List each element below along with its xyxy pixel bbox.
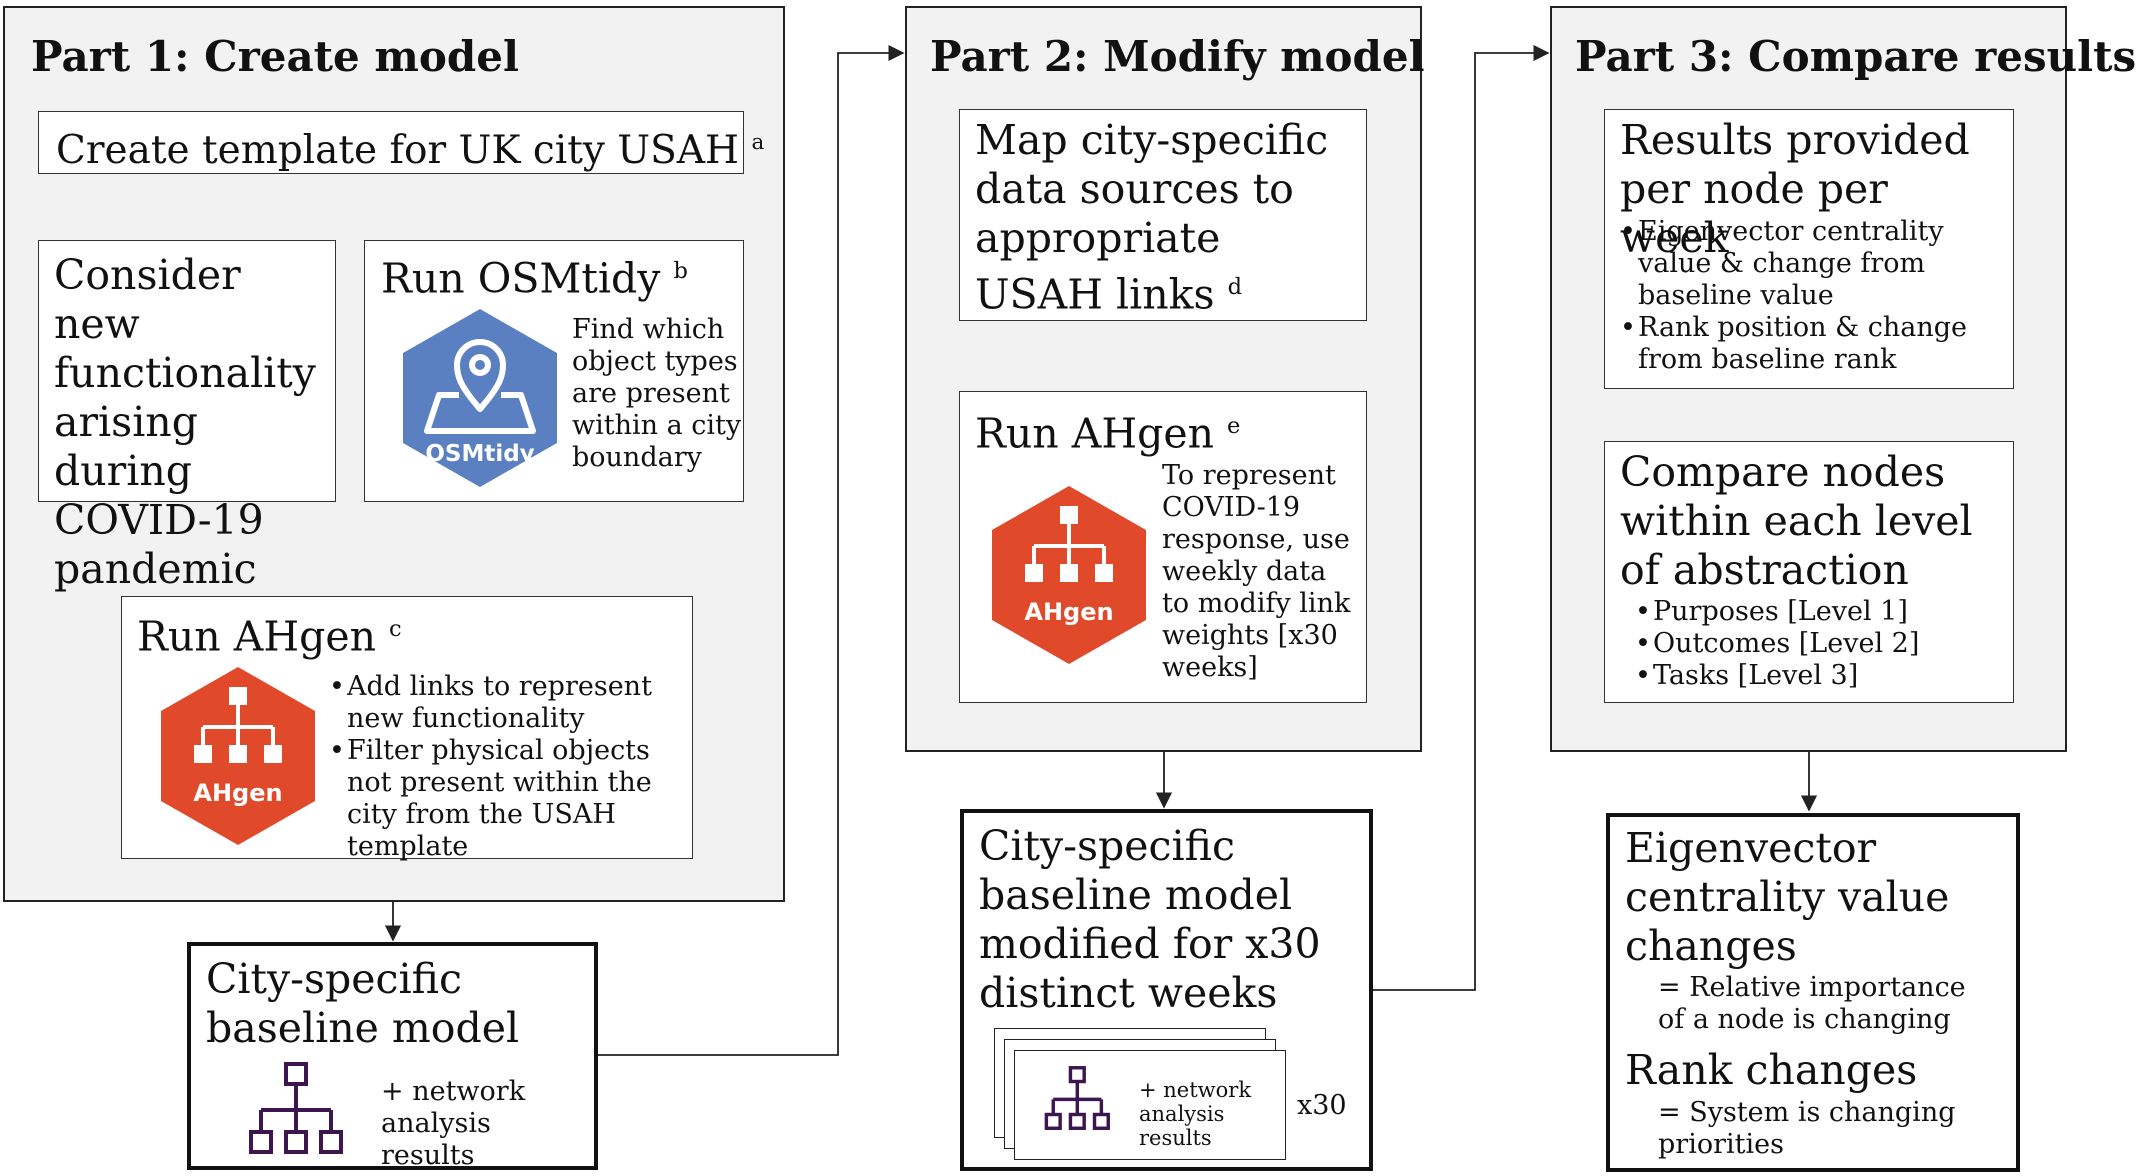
network-icon-small — [1044, 1065, 1111, 1135]
ahgen-title-part2: Run AHgen — [975, 409, 1214, 458]
part2-title: Part 2: Modify model — [930, 32, 1425, 81]
osmtidy-box: Run OSMtidy b OSMtidy Find which object … — [364, 240, 744, 502]
ahgen-logo-part1: AHgen — [159, 665, 317, 847]
baseline-caption: + network analysis results — [381, 1076, 526, 1171]
ahgen-bullets-part1: Add links to represent new functionality… — [329, 671, 691, 863]
ahgen-box-part1: Run AHgen c AHgen Add links to represent… — [121, 596, 693, 862]
ahgen-box-part2: Run AHgen e AHgen To represent COVID-19 … — [959, 391, 1367, 703]
baseline-model-box: City-specific baseline model + network a… — [187, 942, 598, 1171]
rank-title: Rank changes — [1625, 1046, 1918, 1094]
compare-bullet-2: Outcomes [Level 2] — [1635, 628, 2005, 660]
compare-bullet-3: Tasks [Level 3] — [1635, 660, 2005, 692]
results-box: Results provided per node per week Eigen… — [1604, 109, 2014, 389]
part3-title: Part 3: Compare results — [1575, 32, 2136, 81]
hierarchy-icon-2 — [1025, 506, 1113, 582]
arrow-modified-to-part3 — [1373, 44, 1550, 991]
osmtidy-logo-text: OSMtidy — [425, 441, 534, 467]
changes-box: Eigenvector centrality value changes = R… — [1606, 813, 2020, 1172]
osmtidy-hexagon — [403, 309, 557, 487]
results-bullets: Eigenvector centrality value & change fr… — [1620, 216, 2010, 376]
consider-text: Consider new functionality arising durin… — [54, 251, 316, 593]
compare-title: Compare nodes within each level of abstr… — [1620, 448, 1973, 594]
stack-card-front: + network analysis results — [1014, 1050, 1286, 1160]
ahgen-logo-text-part1: AHgen — [193, 779, 282, 807]
ahgen-footnote-part1: c — [389, 616, 402, 642]
ahgen-footnote-part2: e — [1227, 413, 1241, 439]
template-box: Create template for UK city USAH a — [38, 111, 764, 174]
eigenvector-desc: = Relative importance of a node is chang… — [1658, 972, 1966, 1035]
ahgen-title-part1: Run AHgen — [137, 612, 376, 661]
osmtidy-desc: Find which object types are present with… — [572, 314, 742, 473]
map-sources-box: Map city-specific data sources to approp… — [959, 109, 1367, 321]
baseline-title: City-specific baseline model — [206, 955, 520, 1052]
hierarchy-icon — [194, 687, 282, 763]
modified-title: City-specific baseline model modified fo… — [979, 822, 1321, 1017]
part1-title: Part 1: Create model — [31, 32, 519, 81]
ahgen-bullet-1: Add links to represent new functionality — [329, 671, 691, 735]
modified-model-box: City-specific baseline model modified fo… — [960, 809, 1373, 1171]
template-footnote: a — [751, 130, 765, 155]
ahgen-logo-part2: AHgen — [990, 484, 1148, 666]
rank-desc: = System is changing priorities — [1658, 1097, 1956, 1160]
osmtidy-footnote: b — [673, 258, 688, 284]
template-text: Create template for UK city USAH — [56, 127, 740, 173]
ahgen-desc-part2: To represent COVID-19 response, use week… — [1162, 460, 1351, 683]
ahgen-logo-text-part2: AHgen — [1024, 598, 1113, 626]
compare-bullets: Purposes [Level 1] Outcomes [Level 2] Ta… — [1635, 596, 2005, 692]
ahgen-bullet-2: Filter physical objects not present with… — [329, 735, 691, 863]
eigenvector-title: Eigenvector centrality value changes — [1625, 824, 1950, 970]
osmtidy-logo: OSMtidy — [401, 307, 559, 489]
arrow-baseline-to-part2 — [598, 44, 905, 1056]
results-bullet-2: Rank position & change from baseline ran… — [1620, 312, 2010, 376]
compare-box: Compare nodes within each level of abstr… — [1604, 441, 2014, 703]
osmtidy-title: Run OSMtidy — [381, 254, 661, 303]
modified-multiplier: x30 — [1297, 1090, 1347, 1121]
modified-caption: + network analysis results — [1139, 1078, 1252, 1150]
consider-box: Consider new functionality arising durin… — [38, 240, 336, 593]
results-bullet-1: Eigenvector centrality value & change fr… — [1620, 216, 2010, 312]
compare-bullet-1: Purposes [Level 1] — [1635, 596, 2005, 628]
network-icon — [249, 1060, 345, 1160]
map-pin-icon — [424, 339, 536, 434]
map-sources-text: Map city-specific data sources to approp… — [975, 116, 1329, 319]
map-sources-footnote: d — [1227, 274, 1243, 300]
